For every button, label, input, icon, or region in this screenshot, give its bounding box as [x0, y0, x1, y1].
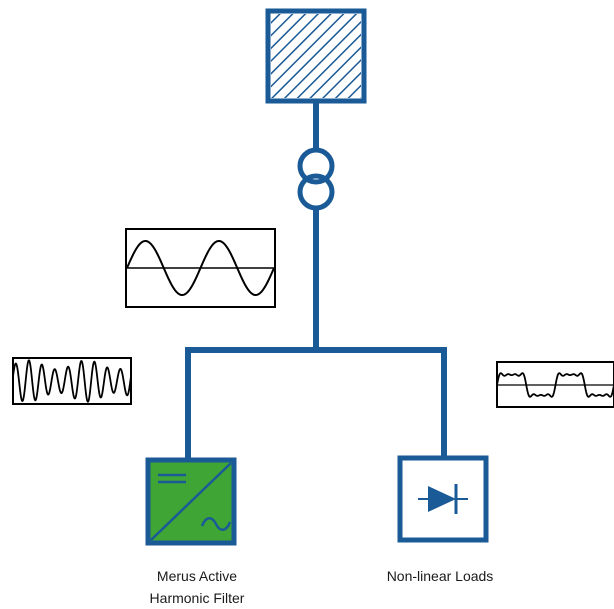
grid-current-waveform: [125, 228, 276, 308]
active-filter-label-line2: Harmonic Filter: [149, 590, 245, 606]
grid-source-hatching: [271, 14, 361, 98]
grid-sine-curve: [126, 239, 275, 297]
nonlinear-load-box: [397, 455, 489, 543]
active-filter-label: Merus Active Harmonic Filter: [107, 565, 287, 609]
active-filter-label-line1: Merus Active: [156, 568, 238, 584]
nonlinear-load-label: Non-linear Loads: [350, 565, 530, 587]
filter-harmonic-curve: [13, 359, 131, 403]
transformer-icon: [297, 147, 335, 211]
converter-icon: [145, 457, 237, 546]
grid-source: [265, 8, 367, 104]
load-current-waveform: [496, 361, 614, 408]
nonlinear-load-label-text: Non-linear Loads: [386, 568, 494, 584]
filter-current-waveform: [12, 357, 132, 405]
diode-icon: [418, 484, 468, 514]
load-distorted-curve: [497, 372, 614, 398]
